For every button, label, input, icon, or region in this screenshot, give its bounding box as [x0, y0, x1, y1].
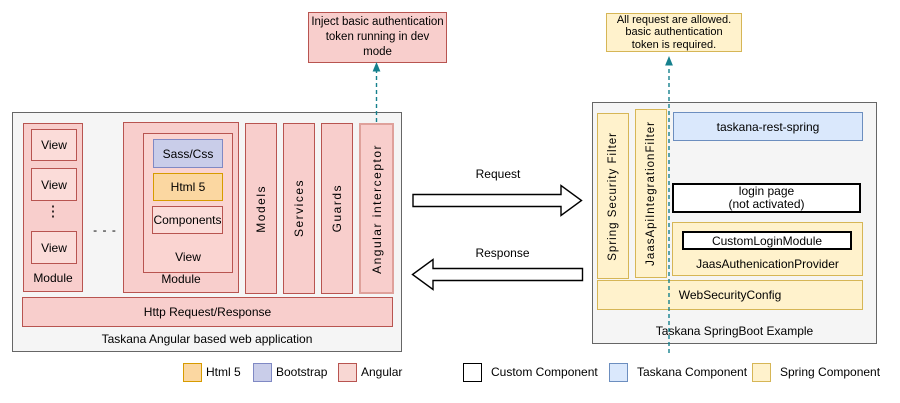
legend-item-angular: Angular — [338, 361, 402, 383]
request-block-arrow — [412, 184, 583, 217]
angular-small-module: View View ⋮ View Module — [23, 123, 83, 292]
note-line: mode — [363, 46, 392, 58]
web-security-config-bar: WebSecurityConfig — [597, 280, 863, 310]
sass-css-box: Sass/Css — [153, 139, 223, 168]
view-box: View — [31, 129, 77, 161]
module-label: Module — [161, 272, 201, 286]
modules-ellipsis: - - - — [93, 223, 117, 237]
custom-login-module-box: CustomLoginModule — [682, 231, 852, 250]
spring-security-filter-bar: Spring Security Filter — [597, 113, 629, 279]
response-label: Response — [475, 246, 530, 260]
angular-interceptor-label: Angular interceptor — [369, 143, 384, 274]
note-all-requests-allowed: All request are allowed. basic authentic… — [606, 13, 742, 52]
note-line: All request are allowed. — [616, 13, 732, 26]
taskana-component-swatch — [609, 362, 628, 382]
legend-label: Html 5 — [206, 365, 241, 379]
note-line: basic authentication — [625, 26, 723, 39]
vertical-ellipsis: ⋮ — [45, 203, 61, 220]
legend-item-custom-component: Custom Component — [463, 361, 598, 383]
view-box: View — [31, 231, 77, 264]
view-box: View — [31, 168, 77, 201]
legend-label: Angular — [361, 365, 403, 379]
custom-component-swatch — [463, 362, 482, 382]
models-bar: Models — [245, 123, 277, 294]
services-bar: Services — [283, 123, 315, 294]
module-label: Module — [33, 271, 73, 285]
springboot-container: Spring Security Filter JaasApiIntegratio… — [592, 102, 877, 344]
http-request-response-bar: Http Request/Response — [22, 297, 393, 327]
guards-bar: Guards — [321, 123, 353, 294]
legend-label: Custom Component — [491, 365, 598, 379]
angular-swatch — [338, 362, 357, 382]
login-page-line: (not activated) — [728, 197, 805, 211]
guards-bar-label: Guards — [330, 184, 344, 233]
legend-label: Bootstrap — [276, 365, 328, 379]
angular-interceptor-bar: Angular interceptor — [359, 123, 394, 294]
legend-item-taskana-component: Taskana Component — [609, 361, 747, 383]
note-line: token is required. — [631, 38, 717, 51]
springboot-title: Taskana SpringBoot Example — [655, 324, 814, 338]
view-label: View — [175, 250, 201, 264]
note-line: token running in dev — [325, 31, 430, 43]
models-bar-label: Models — [254, 184, 268, 233]
angular-big-module: Sass/Css Html 5 Components View Module — [123, 122, 239, 293]
legend-label: Spring Component — [780, 365, 881, 379]
legend-item-html5: Html 5 — [183, 361, 241, 383]
components-box: Components — [152, 206, 223, 234]
login-page-box: login page (not activated) — [672, 183, 861, 213]
note-line: Inject basic authentication — [311, 16, 444, 28]
jaas-authentication-provider-label: JaasAuthenicationProvider — [696, 257, 839, 271]
spring-component-swatch — [752, 362, 771, 382]
taskana-rest-spring-box: taskana-rest-spring — [673, 112, 863, 141]
bootstrap-swatch — [253, 362, 272, 382]
request-label: Request — [475, 167, 521, 181]
jaas-api-integration-filter-bar: JaasApiIntegrationFilter — [635, 109, 667, 278]
login-page-line: login page — [738, 184, 795, 198]
legend-label: Taskana Component — [637, 365, 748, 379]
view-container: Sass/Css Html 5 Components View — [143, 133, 233, 273]
legend-item-bootstrap: Bootstrap — [253, 361, 327, 383]
note-inject-token: Inject basic authentication token runnin… — [308, 12, 447, 63]
html5-box: Html 5 — [153, 173, 223, 201]
jaas-authentication-provider-box: CustomLoginModule JaasAuthenicationProvi… — [672, 222, 863, 276]
services-bar-label: Services — [292, 179, 306, 238]
angular-app-container: View View ⋮ View Module - - - Sass/Css H… — [12, 112, 402, 352]
spring-security-filter-label: Spring Security Filter — [607, 131, 619, 261]
response-block-arrow — [411, 258, 584, 291]
angular-app-title: Taskana Angular based web application — [101, 332, 313, 346]
legend-item-spring-component: Spring Component — [752, 361, 880, 383]
html5-swatch — [183, 362, 202, 382]
jaas-api-integration-filter-label: JaasApiIntegrationFilter — [645, 121, 657, 266]
